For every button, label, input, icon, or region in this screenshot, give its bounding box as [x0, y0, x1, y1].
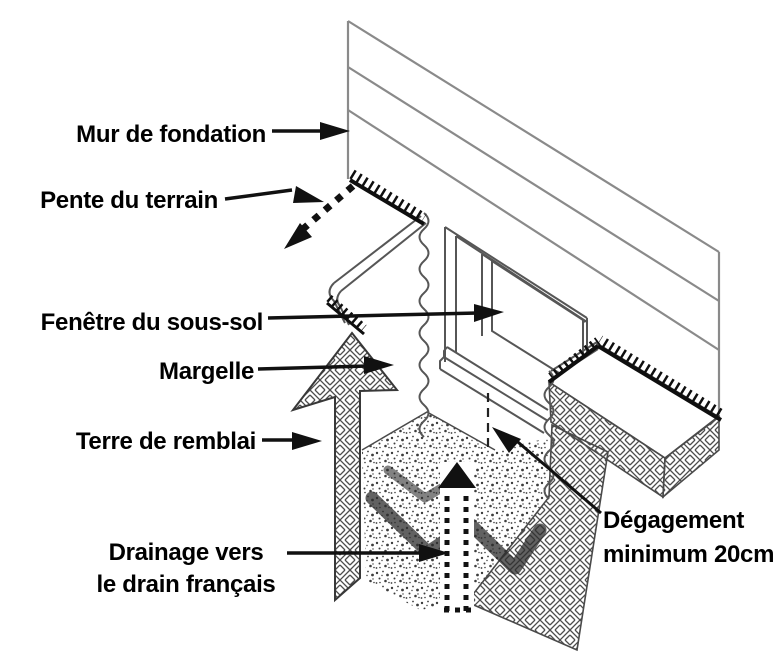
label-mur-de-fondation: Mur de fondation — [76, 121, 266, 148]
label-pente-du-terrain: Pente du terrain — [40, 187, 218, 214]
label-drainage-line2: le drain français — [97, 571, 276, 598]
backfill-up-arrow — [290, 331, 400, 603]
labels: Mur de fondation Pente du terrain Fenêtr… — [40, 121, 774, 598]
margelle-cut-right-wavy — [543, 370, 555, 500]
margelle-left-rim — [333, 215, 422, 284]
drainage-arrowhead — [438, 462, 476, 488]
label-drainage-line1: Drainage vers — [109, 539, 264, 566]
drainage-flow-arrow — [438, 462, 477, 614]
window-sill — [439, 346, 549, 434]
grass — [326, 169, 724, 422]
arrow-degagement — [492, 427, 602, 515]
label-terre-de-remblai: Terre de remblai — [76, 428, 256, 455]
arrow-fenetre-du-sous-sol — [267, 304, 504, 322]
label-margelle: Margelle — [159, 358, 254, 385]
arrow-mur-de-fondation — [272, 122, 350, 140]
foundation-wall — [346, 20, 721, 414]
label-degagement-line2: minimum 20cm — [603, 541, 774, 568]
label-degagement-line1: Dégagement — [603, 507, 744, 534]
siding-line-middle — [347, 66, 720, 302]
arrow-margelle — [257, 356, 394, 374]
annotation-arrows — [224, 122, 602, 562]
basement-window — [439, 226, 588, 434]
siding-line-top — [347, 20, 720, 253]
siding-line-bottom — [347, 109, 720, 351]
pente-dotted-arrow — [284, 183, 356, 249]
margelle-cut-left-wavy — [418, 212, 430, 438]
arrow-drainage — [287, 544, 449, 562]
arrow-pente-du-terrain — [224, 186, 324, 203]
arrow-terre-de-remblai — [262, 432, 322, 450]
soil-right-face — [662, 414, 720, 499]
label-fenetre-du-sous-sol: Fenêtre du sous-sol — [41, 309, 263, 336]
